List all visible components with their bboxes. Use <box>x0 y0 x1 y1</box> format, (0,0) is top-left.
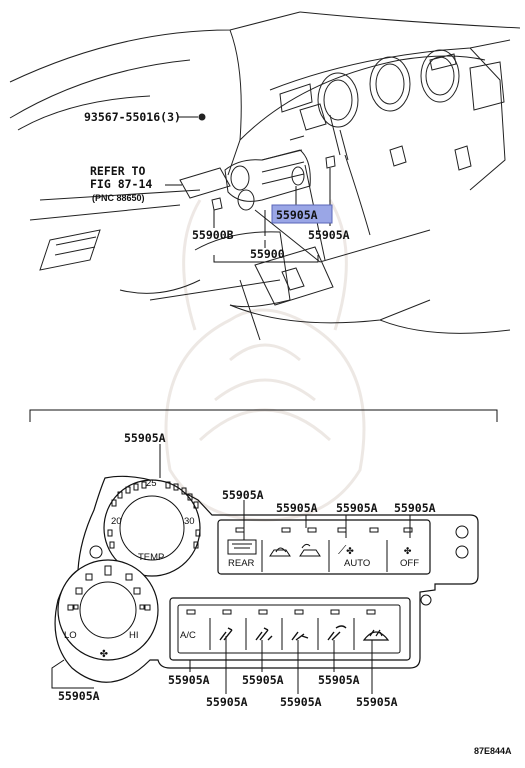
callout-auto-button[interactable]: 55905A <box>336 501 378 515</box>
upper-button-row <box>235 527 413 572</box>
mode-footdef-icon[interactable] <box>327 625 347 641</box>
callout-off-button[interactable]: 55905A <box>394 501 436 515</box>
callout-refer-line2: FIG 87-14 <box>90 177 152 191</box>
mode-bilevel-icon[interactable] <box>255 627 273 641</box>
rear-button[interactable]: REAR <box>227 539 257 569</box>
off-button-label: OFF <box>400 558 419 569</box>
temp-label: TEMP <box>138 552 164 563</box>
panel-screw-1 <box>455 525 469 539</box>
recirculate-button[interactable] <box>269 543 321 557</box>
bottom-leaders <box>51 444 411 694</box>
temp-20-label: 20 <box>111 516 122 527</box>
fan-icon: ✤ <box>100 646 108 661</box>
figure-code: 87E844A <box>474 746 512 756</box>
ac-button-label[interactable]: A/C <box>180 630 196 641</box>
defrost-icon[interactable] <box>362 629 390 641</box>
panel-screw-2 <box>455 545 469 559</box>
highlight-box <box>271 204 333 224</box>
callout-part-55900b[interactable]: 55900B <box>192 228 234 242</box>
mode-vent-icon[interactable] <box>219 627 233 641</box>
top-leaders <box>165 116 331 263</box>
callout-bilevel-button[interactable]: 55905A <box>242 673 284 687</box>
callout-temp-knob[interactable]: 55905A <box>124 431 166 445</box>
off-button[interactable]: ✤ OFF <box>400 543 419 569</box>
callout-refer-line1: REFER TO <box>90 164 145 178</box>
panel-screw-3 <box>420 594 432 606</box>
fan-lo-label: LO <box>64 630 77 641</box>
temp-25-label: 25 <box>146 478 157 489</box>
fan-hi-label: HI <box>129 630 139 641</box>
off-fan-icon: ✤ <box>404 543 412 557</box>
callout-vent-button[interactable]: 55905A <box>206 695 248 709</box>
auto-button[interactable]: ⟋✤ AUTO <box>338 543 370 569</box>
section-bracket <box>29 409 498 422</box>
temp-knob[interactable]: 25 20 30 TEMP <box>89 478 201 577</box>
lower-button-row <box>177 604 401 654</box>
rear-button-label: REAR <box>228 558 255 569</box>
callout-footdef-button[interactable]: 55905A <box>318 673 360 687</box>
callout-rear-button[interactable]: 55905A <box>222 488 264 502</box>
callout-mode-buttons[interactable]: 55905A <box>276 501 318 515</box>
mode-foot-icon[interactable] <box>291 631 309 641</box>
auto-button-label: AUTO <box>344 558 370 569</box>
callout-part-55905a-right[interactable]: 55905A <box>308 228 350 242</box>
callout-ac-button[interactable]: 55905A <box>168 673 210 687</box>
callout-fan-knob[interactable]: 55905A <box>58 689 100 703</box>
callout-screw-label: 93567-55016(3) <box>84 110 181 124</box>
auto-fan-icon: ⟋✤ <box>338 543 354 557</box>
callout-part-highlighted[interactable]: 55905A <box>276 208 318 222</box>
fan-knob[interactable]: LO HI ✤ <box>57 559 159 661</box>
callout-refer-line3: (PNC 88650) <box>92 193 145 203</box>
callout-part-55900[interactable]: 55900 <box>250 247 285 261</box>
callout-def-button[interactable]: 55905A <box>356 695 398 709</box>
temp-30-label: 30 <box>184 516 195 527</box>
dashboard-illustration <box>9 11 521 341</box>
callout-foot-button[interactable]: 55905A <box>280 695 322 709</box>
